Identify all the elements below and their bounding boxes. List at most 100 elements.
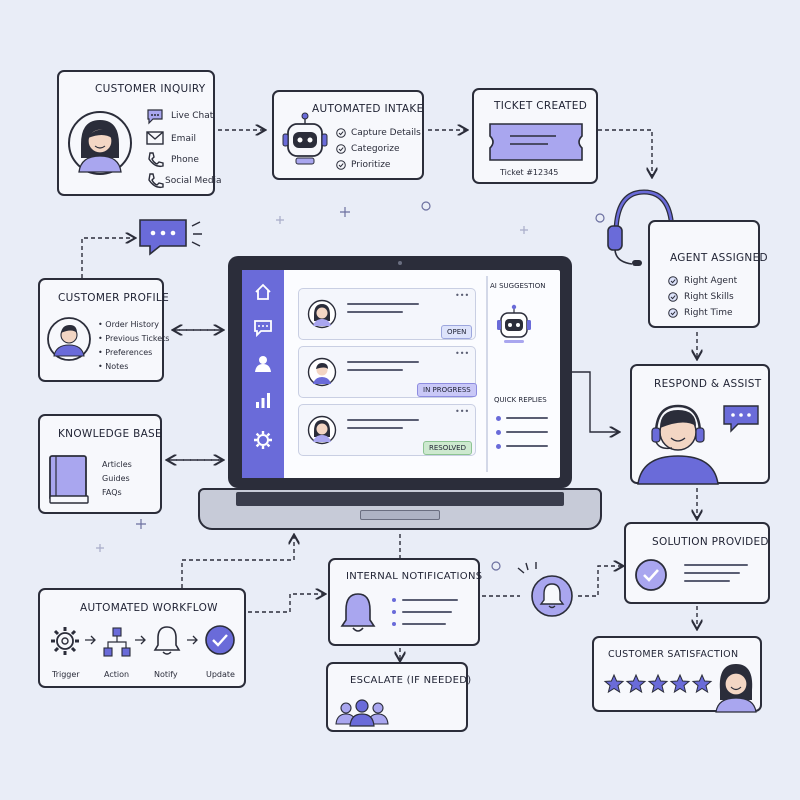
knowledge-base-title: Knowledge Base (58, 428, 162, 440)
arrow-right-icon (187, 635, 198, 645)
intake-item-categorize: Categorize (351, 144, 400, 154)
phone-icon (148, 152, 164, 168)
ticket-card-in-progress[interactable]: ••• In Progress (298, 346, 477, 398)
customer-avatar-icon (68, 111, 132, 175)
arrow-right-icon (85, 635, 96, 645)
solution-provided-title: Solution Provided (652, 536, 769, 548)
panel-divider (486, 276, 488, 472)
notify-bell-icon (153, 626, 181, 655)
arrow-right-icon (135, 635, 146, 645)
more-icon[interactable]: ••• (455, 291, 470, 300)
automated-intake-card: Automated Intake Capture Details Categor… (272, 90, 424, 180)
team-icon (335, 699, 389, 727)
book-icon (49, 455, 89, 504)
user-icon[interactable] (253, 354, 273, 374)
internal-notifications-card: Internal Notifications (328, 558, 483, 646)
more-icon[interactable]: ••• (455, 349, 470, 358)
alert-bell-icon (517, 562, 573, 617)
check-circle-icon (635, 559, 667, 591)
ai-suggestion-label: AI Suggestion (490, 282, 546, 290)
respond-assist-card: Respond & Assist (630, 364, 770, 485)
intake-item-prioritize: Prioritize (351, 160, 391, 170)
status-badge: Open (441, 325, 473, 339)
messages-icon[interactable] (253, 318, 273, 338)
automated-intake-title: Automated Intake (312, 103, 424, 115)
settings-gear-icon[interactable] (253, 430, 273, 450)
robot-icon (497, 304, 531, 343)
channel-phone: Phone (171, 155, 199, 165)
check-icon (668, 308, 678, 318)
check-icon (336, 160, 346, 170)
escalate-title: Escalate (If Needed) (350, 675, 472, 686)
agent-item-right-time: Right Time (684, 308, 733, 318)
update-check-icon (205, 625, 235, 655)
knowledge-base-card: Knowledge Base Articles Guides FAQs (38, 414, 162, 514)
customer-satisfaction-title: Customer Satisfaction (608, 649, 739, 660)
quick-replies-label: Quick Replies (494, 396, 547, 404)
status-badge: In Progress (417, 383, 477, 397)
ticket-icon (489, 123, 583, 161)
customer-avatar-icon (307, 415, 337, 445)
laptop-trackpad (360, 510, 440, 520)
automated-workflow-card: Automated Workflow Trigger Action Notify… (38, 588, 246, 688)
channel-social-media: Social Media (165, 176, 222, 186)
internal-notifications-title: Internal Notifications (346, 571, 483, 582)
check-icon (336, 144, 346, 154)
check-icon (336, 128, 346, 138)
profile-avatar-icon (47, 317, 91, 361)
customer-avatar-icon (307, 357, 337, 387)
ticket-id: Ticket #12345 (500, 168, 559, 177)
workflow-step-notify: Notify (154, 670, 178, 679)
check-icon (668, 276, 678, 286)
home-icon[interactable] (253, 282, 273, 302)
kb-item-faqs: FAQs (102, 488, 122, 497)
ticket-card-resolved[interactable]: ••• Resolved (298, 404, 476, 456)
laptop-keyboard (236, 492, 564, 506)
intake-item-capture: Capture Details (351, 128, 421, 138)
workflow-step-trigger: Trigger (52, 670, 80, 679)
social-media-icon (148, 173, 164, 189)
analytics-icon[interactable] (253, 390, 273, 410)
rating-stars (603, 673, 713, 694)
profile-item-notes: • Notes (98, 362, 129, 371)
ticket-card-open[interactable]: ••• Open (298, 288, 476, 340)
chat-bubble-icon (139, 219, 202, 256)
profile-item-order-history: • Order History (98, 320, 160, 329)
automated-workflow-title: Automated Workflow (80, 602, 218, 614)
laptop-camera (398, 261, 402, 265)
ticket-created-title: Ticket Created (494, 100, 588, 112)
customer-profile-card: Customer Profile • Order History • Previ… (38, 278, 169, 382)
agent-assigned-card: Agent Assigned Right Agent Right Skills … (648, 220, 768, 328)
customer-satisfaction-card: Customer Satisfaction (592, 636, 762, 713)
chat-bubble-icon (723, 405, 759, 433)
trigger-gear-icon (51, 627, 79, 655)
channel-email: Email (171, 134, 196, 144)
app-sidebar (242, 270, 284, 478)
bell-icon (340, 593, 376, 632)
profile-item-preferences: • Preferences (98, 348, 153, 357)
respond-assist-title: Respond & Assist (654, 378, 762, 390)
happy-customer-icon (715, 664, 757, 713)
customer-inquiry-card: Customer Inquiry Live Chat Email Phone S… (57, 70, 222, 196)
customer-profile-title: Customer Profile (58, 292, 169, 304)
channel-live-chat: Live Chat (171, 111, 214, 121)
workflow-step-update: Update (206, 670, 235, 679)
status-badge: Resolved (423, 441, 472, 455)
email-icon (146, 131, 164, 145)
robot-icon (282, 112, 328, 165)
ticket-created-card: Ticket Created Ticket #12345 (472, 88, 598, 184)
profile-item-previous-tickets: • Previous Tickets (98, 334, 170, 343)
customer-avatar-icon (307, 299, 337, 329)
chat-bubble-icon (147, 109, 163, 125)
workflow-step-action: Action (104, 670, 130, 679)
check-icon (668, 292, 678, 302)
agent-item-right-skills: Right Skills (684, 292, 734, 302)
kb-item-articles: Articles (102, 460, 132, 469)
kb-item-guides: Guides (102, 474, 130, 483)
agent-item-right-agent: Right Agent (684, 276, 738, 286)
more-icon[interactable]: ••• (455, 407, 470, 416)
support-agent-icon (637, 404, 719, 485)
agent-assigned-title: Agent Assigned (670, 252, 768, 264)
action-flow-icon (103, 627, 131, 657)
